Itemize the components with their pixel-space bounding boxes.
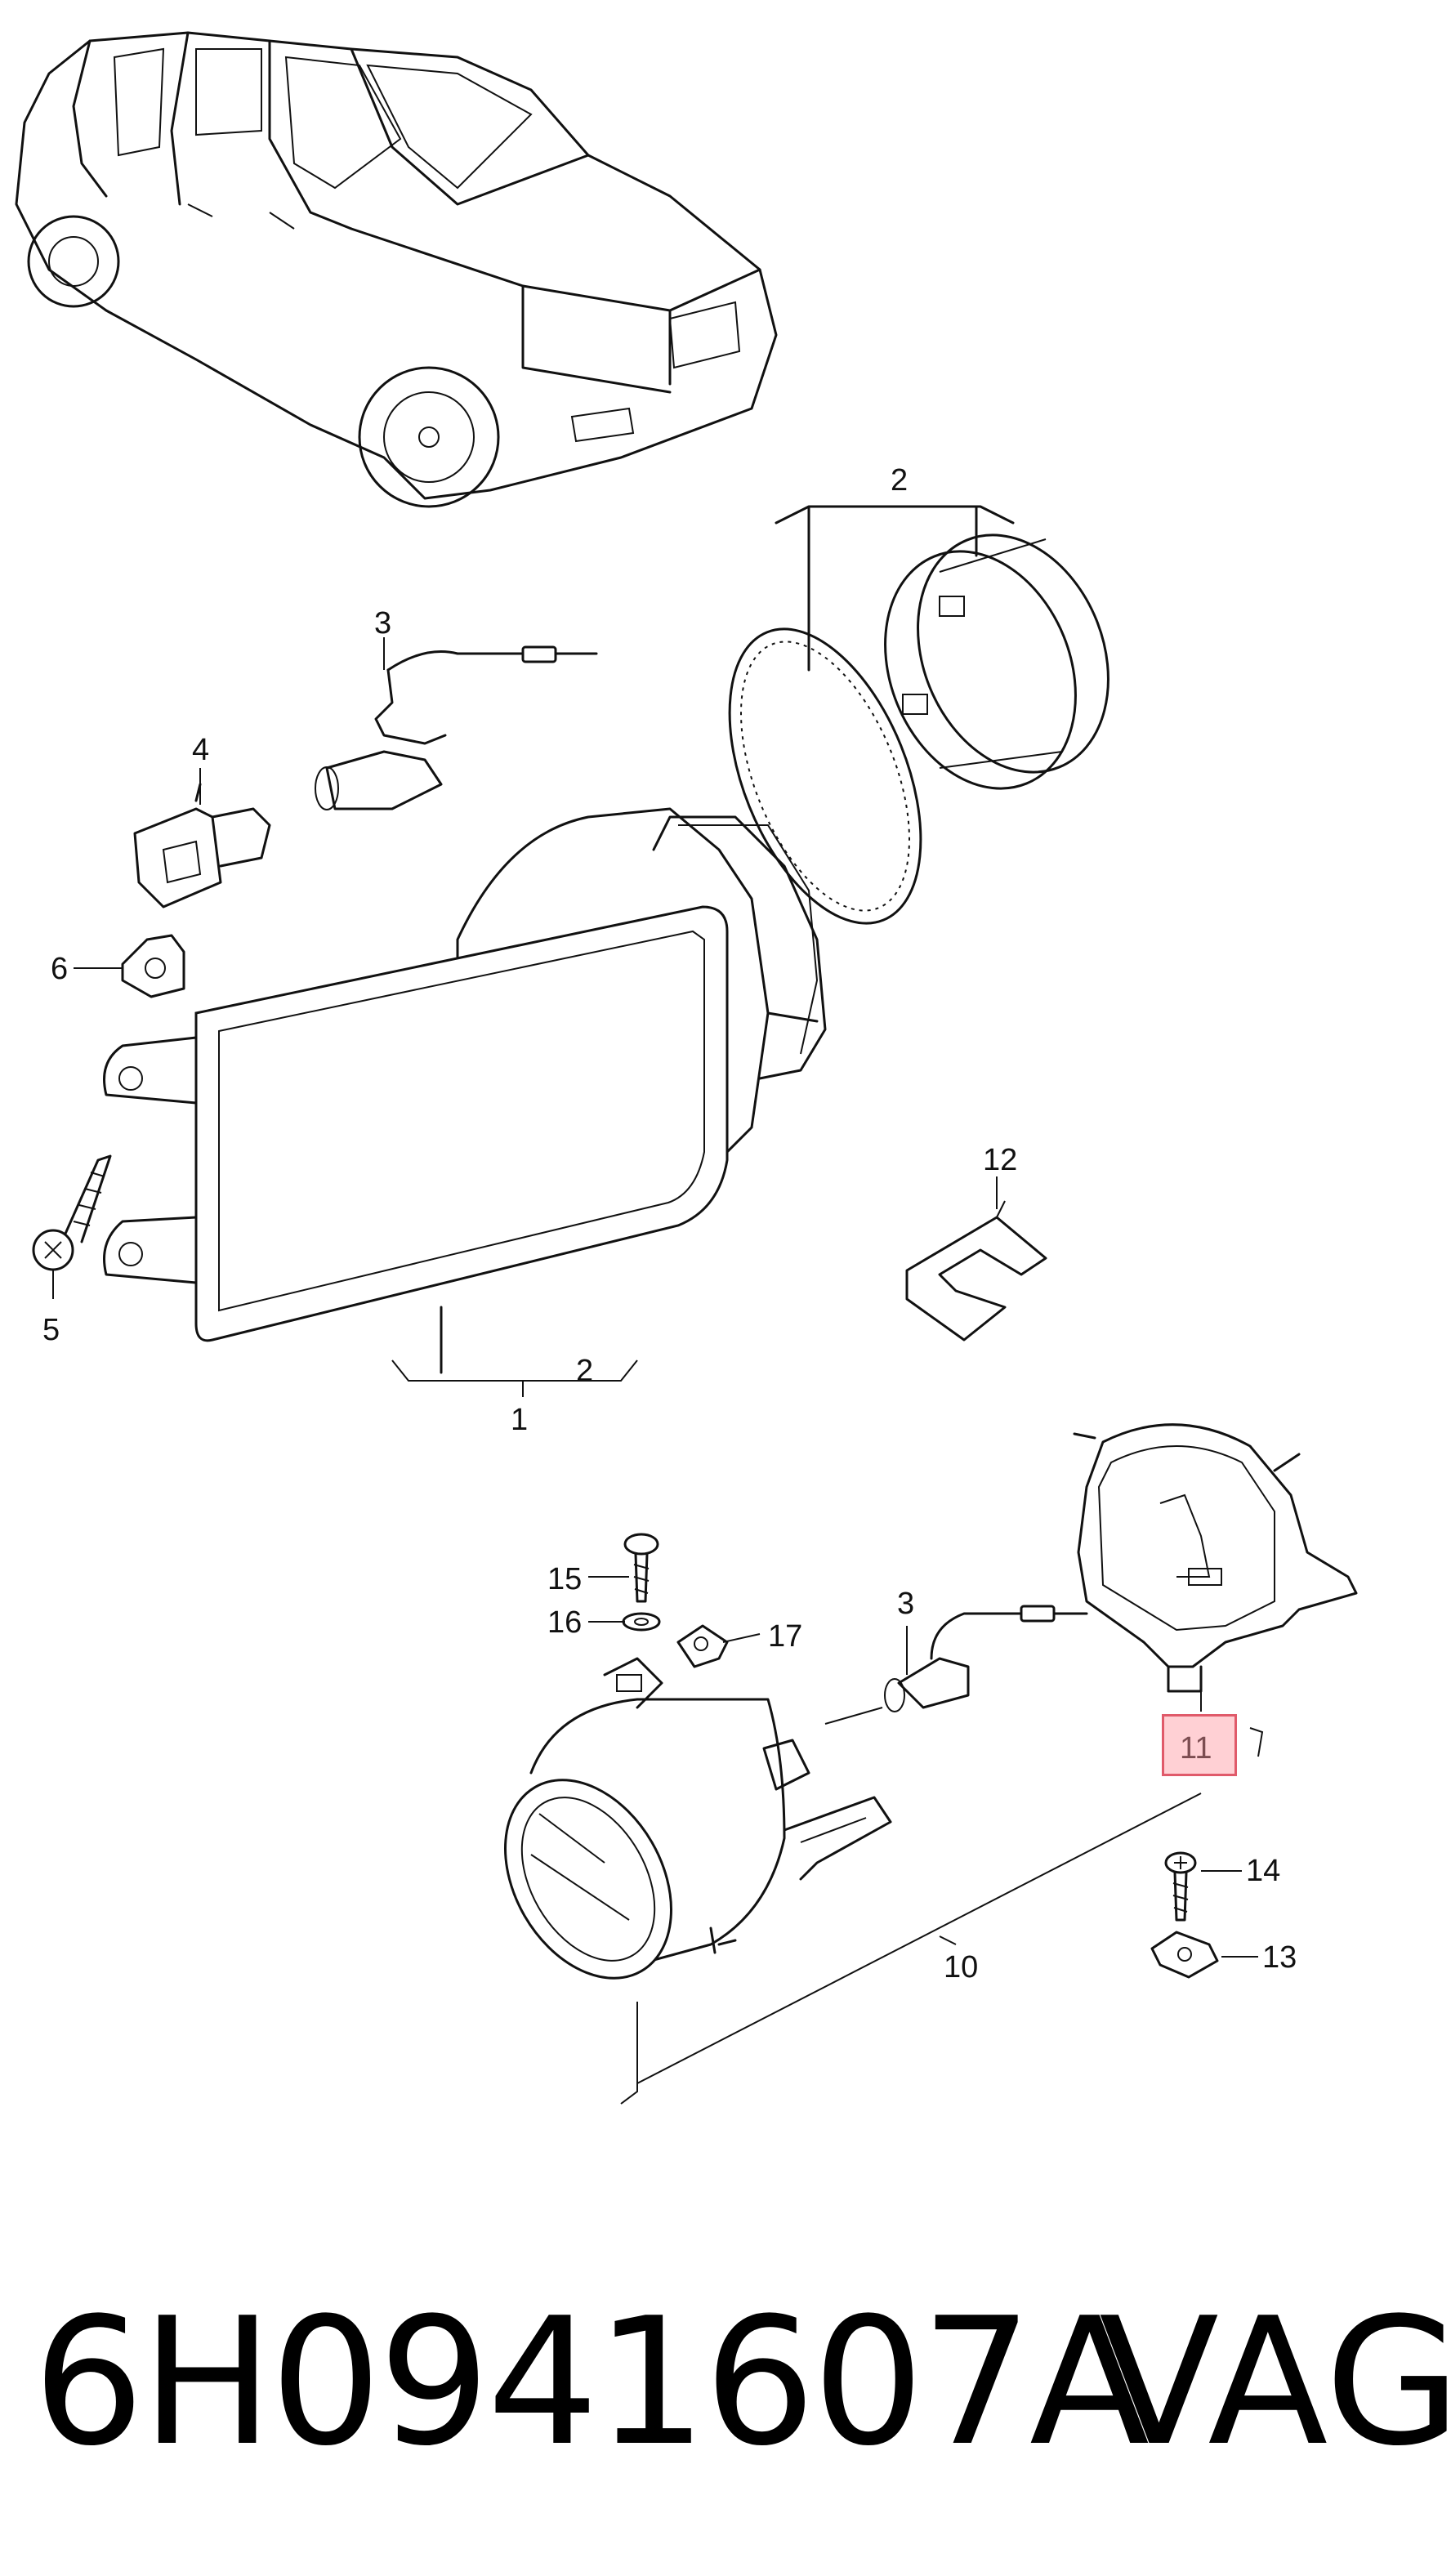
callout-1: 1 — [511, 1403, 528, 1437]
brand-label: VAG — [1099, 2279, 1451, 2484]
bulb-with-wire-lower — [824, 1605, 1088, 1725]
washer-16 — [622, 1612, 661, 1632]
callout-12: 12 — [983, 1143, 1017, 1177]
seal-ring — [728, 627, 922, 925]
connector — [133, 783, 271, 909]
callout-5: 5 — [42, 1313, 60, 1347]
retaining-clip — [905, 1200, 1047, 1342]
callout-13: 13 — [1262, 1940, 1297, 1975]
callout-2-top: 2 — [891, 463, 908, 498]
callout-4: 4 — [192, 733, 209, 767]
callout-17: 17 — [768, 1619, 802, 1654]
bulb-with-wire-upper — [315, 645, 598, 810]
screw — [32, 1154, 112, 1299]
clip-nut — [121, 934, 185, 998]
callout-11: 11 — [1180, 1731, 1212, 1766]
callout-3-bottom: 3 — [897, 1587, 914, 1621]
callout-15: 15 — [547, 1562, 582, 1596]
callout-10: 10 — [944, 1950, 978, 1984]
adjuster-ring — [884, 534, 1109, 790]
clip-nut-17 — [676, 1624, 729, 1668]
screw-14 — [1164, 1851, 1197, 1922]
fog-lamp-housing — [504, 1657, 892, 1980]
parts-diagram: 2 3 4 6 5 12 2 1 15 16 17 3 11 14 13 10 — [15, 31, 1358, 2105]
bulb-socket-holder — [1073, 1423, 1358, 1693]
headlight-assembly — [103, 807, 827, 1374]
callout-14: 14 — [1246, 1854, 1280, 1888]
callout-6: 6 — [51, 952, 68, 986]
car-illustration — [15, 31, 778, 508]
callout-16: 16 — [547, 1605, 582, 1640]
callout-2-mid: 2 — [576, 1354, 593, 1388]
nut-13 — [1150, 1931, 1219, 1979]
screw-15 — [623, 1533, 659, 1603]
leader-lines — [74, 637, 1264, 2105]
part-number: 6H0941607A — [33, 2279, 1150, 2484]
callout-3-top: 3 — [374, 606, 391, 641]
highlight-box-11 — [1162, 1714, 1237, 1776]
